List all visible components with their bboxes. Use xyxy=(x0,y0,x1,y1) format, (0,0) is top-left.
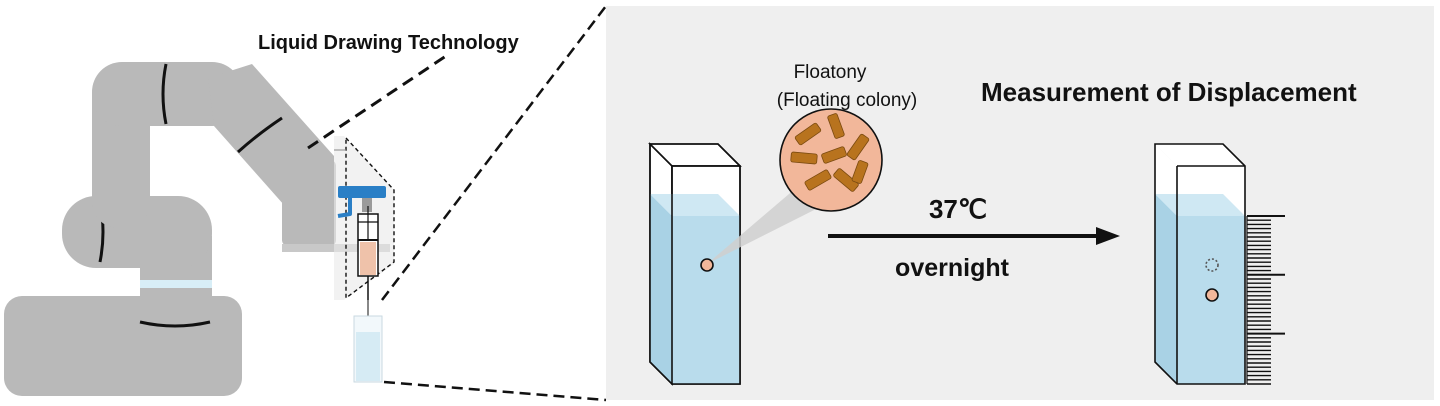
forearm-joint-line xyxy=(236,116,283,154)
zoom-line-title xyxy=(307,54,447,150)
robot-base-curve xyxy=(139,320,211,328)
robot-base xyxy=(4,296,242,396)
robot-arm xyxy=(4,62,390,396)
colony-magnified xyxy=(779,108,883,212)
zoom-line-top xyxy=(381,5,607,301)
robot-top-link xyxy=(92,62,242,126)
process-arrow xyxy=(828,227,1120,245)
gripper xyxy=(337,186,386,218)
measurement-panel xyxy=(606,6,1434,400)
cuvette-before xyxy=(648,142,742,386)
floatony-dot-before xyxy=(700,258,714,272)
syringe xyxy=(357,206,379,316)
floatony-label: Floatony xyxy=(794,62,867,83)
magnifier-cone xyxy=(707,188,826,264)
measurement-title: Measurement of Displacement xyxy=(981,77,1357,107)
robot-joint-ring xyxy=(140,280,212,288)
robot-wrist xyxy=(282,160,336,246)
duration-label: overnight xyxy=(895,254,1010,282)
left-title: Liquid Drawing Technology xyxy=(258,32,520,54)
temperature-label: 37℃ xyxy=(929,194,987,224)
small-cuvette xyxy=(353,315,383,383)
floatony-sublabel: (Floating colony) xyxy=(777,90,917,111)
top-joint-line xyxy=(161,63,168,125)
measurement-ruler xyxy=(1246,215,1285,385)
zoom-line-bottom xyxy=(383,380,607,402)
floatony-dot-after xyxy=(1205,288,1219,302)
cuvette-after xyxy=(1154,143,1246,385)
floatony-original-position xyxy=(1205,258,1219,272)
